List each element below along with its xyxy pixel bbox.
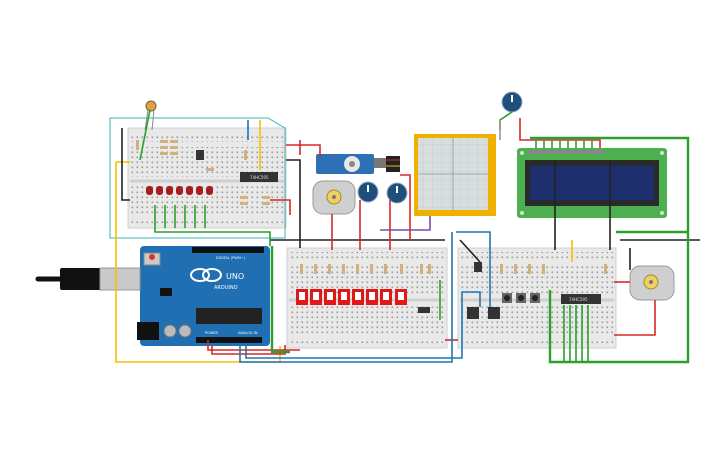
small-component-middle[interactable] [418,307,430,313]
resistor-array-bottom [300,264,607,274]
photoresistor[interactable] [144,100,157,131]
potentiometer-lcd[interactable] [501,91,523,113]
arduino-uno-board[interactable] [137,246,270,346]
servo-motor[interactable] [316,154,400,174]
potentiometer-1[interactable] [357,181,379,203]
transistor-right-board[interactable] [474,262,482,272]
ic-chip-top-left[interactable] [240,172,278,182]
potentiometer-2[interactable] [386,182,408,204]
seven-segment-row[interactable] [296,289,407,305]
digital-header-label: DIGITAL (PWM~) [216,256,246,260]
push-buttons[interactable] [502,293,540,303]
lcd-display[interactable] [517,148,667,218]
analog-header-label: ANALOG IN [238,331,258,335]
arduino-brand-label: ARDUINO [214,285,238,291]
small-ic-2[interactable] [488,307,500,319]
wires [109,109,700,364]
resistor-array-top-left [136,140,270,205]
dc-motor-center[interactable] [312,180,356,215]
power-header-label: POWER [205,331,219,335]
small-ic-1[interactable] [467,307,479,319]
ic-chip-right[interactable] [561,294,601,304]
ic-chip-right-label: 74HC595 [569,297,588,302]
transistor-top-left[interactable] [196,150,204,160]
led-row-top-left[interactable] [146,186,213,195]
ic-chip-top-left-label: 74HC595 [250,175,269,180]
dc-motor-right[interactable] [629,265,675,301]
oscilloscope[interactable] [414,134,496,216]
arduino-model-label: UNO [226,272,244,281]
usb-cable[interactable] [35,267,141,291]
